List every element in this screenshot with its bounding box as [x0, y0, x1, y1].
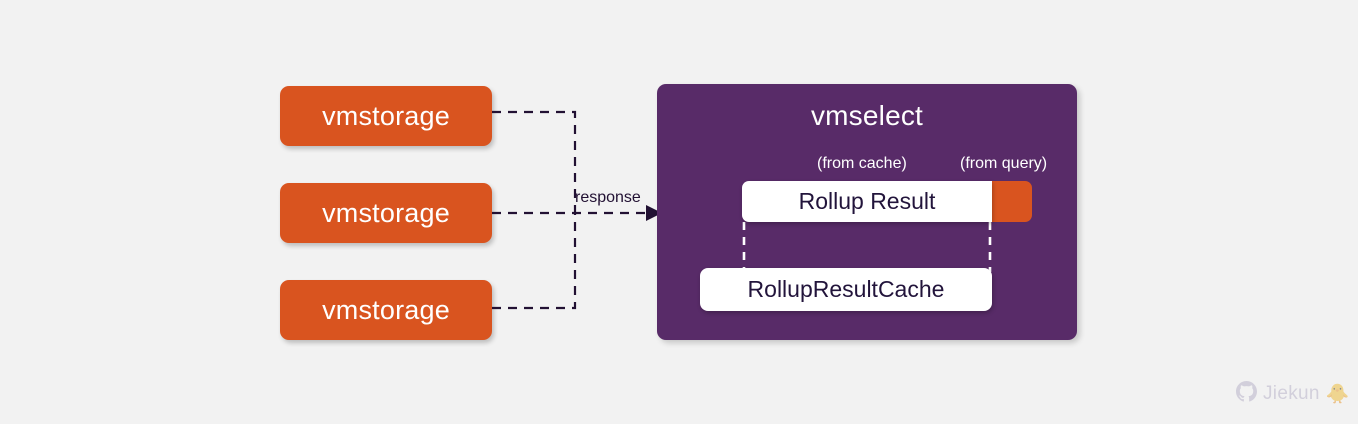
connector-storage-3 [492, 213, 577, 310]
vmstorage-node-1: vmstorage [280, 86, 492, 146]
rollup-result-box: Rollup Result [742, 181, 992, 222]
vmstorage-node-label: vmstorage [322, 100, 450, 131]
vmstorage-node-3: vmstorage [280, 280, 492, 340]
caption-from-cache: (from cache) [817, 155, 907, 172]
watermark: Jiekun 🐥 [1236, 381, 1349, 407]
github-icon [1236, 381, 1257, 407]
rollup-result-cache-box: RollupResultCache [700, 268, 992, 311]
vmselect-title: vmselect [810, 100, 924, 131]
duck-icon: 🐥 [1325, 384, 1350, 405]
watermark-text: Jiekun [1263, 383, 1320, 404]
vmstorage-node-2: vmstorage [280, 183, 492, 243]
vmstorage-node-label: vmstorage [322, 294, 450, 325]
connector-storage-1 [492, 110, 577, 213]
vmselect-panel: vmselect (from cache) (from query) Rollu… [657, 84, 1077, 340]
response-edge-label: response [575, 189, 641, 206]
rollup-result-label: Rollup Result [798, 188, 936, 214]
vmstorage-node-label: vmstorage [322, 197, 450, 228]
caption-from-query: (from query) [960, 155, 1048, 172]
rollup-result-cache-label: RollupResultCache [747, 276, 945, 302]
